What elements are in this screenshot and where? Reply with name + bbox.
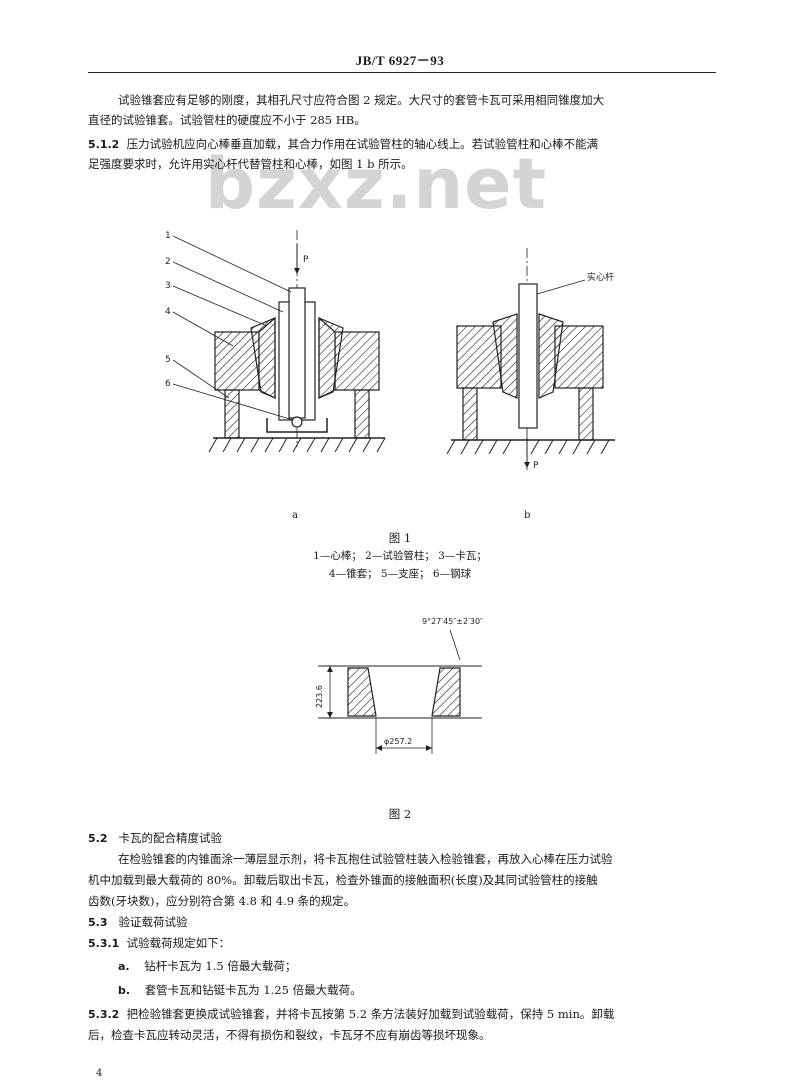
- section-5-3-heading: 5.3 验证载荷试验: [88, 914, 187, 931]
- leader-3: 3: [165, 281, 171, 291]
- page-number: 4: [96, 1068, 103, 1079]
- list-item-b: b. 套管卡瓦和钻铤卡瓦为 1.25 倍最大载荷。: [118, 982, 362, 999]
- sleeve-right-wall: [431, 667, 461, 717]
- load-p-label-a: P: [303, 255, 309, 265]
- section-number: 5.2: [88, 832, 108, 845]
- section-5-1-2-line-1: 压力试验机应向心棒垂直加载，其合力作用在试验管柱的轴心线上。若试验管柱和心棒不能…: [126, 137, 599, 151]
- subfig-label-b: b: [524, 510, 531, 521]
- section-5-3-1-text: 试验载荷规定如下：: [126, 936, 231, 950]
- section-number: 5.3: [88, 916, 108, 929]
- section-number: 5.3.2: [88, 1008, 120, 1021]
- section-5-1-2-line-2: 足强度要求时，允许用实心杆代替管柱和心棒，如图 1 b 所示。: [88, 157, 413, 171]
- cone-sleeve-left: [214, 331, 260, 391]
- leader-4: 4: [165, 307, 171, 317]
- list-item-b-text: 套管卡瓦和钻铤卡瓦为 1.25 倍最大载荷。: [144, 983, 362, 997]
- b-slip-left: [492, 313, 518, 399]
- slip-left: [250, 317, 276, 399]
- intro-line-1: 试验锥套应有足够的刚度，其相孔尺寸应符合图 2 规定。大尺寸的套管卡瓦可采用相同…: [118, 93, 605, 107]
- section-number: 5.3.1: [88, 937, 120, 950]
- watermark: bzxz.net: [205, 143, 548, 225]
- list-item-a: a. 钻杆卡瓦为 1.5 倍最大载荷；: [118, 958, 296, 975]
- figure-2-drawing: 9°27′45″±2′30″ 223.6 φ257.2: [315, 617, 483, 754]
- section-5-2-line-3: 齿数(牙块数)，应分别符合第 4.8 和 4.9 条的规定。: [88, 894, 356, 908]
- section-title: 卡瓦的配合精度试验: [118, 831, 222, 845]
- section-5-1-2: 5.1.2 压力试验机应向心棒垂直加载，其合力作用在试验管柱的轴心线上。若试验管…: [88, 136, 598, 153]
- b-support-right: [578, 387, 594, 441]
- height-label: 223.6: [315, 685, 324, 708]
- leader-5: 5: [165, 355, 171, 365]
- steel-ball: [291, 416, 303, 428]
- support-right: [354, 389, 370, 439]
- load-p-label-b: P: [533, 461, 539, 471]
- list-item-a-text: 钻杆卡瓦为 1.5 倍最大载荷；: [144, 959, 297, 973]
- leader-1: 1: [165, 231, 171, 241]
- list-marker: b.: [118, 984, 131, 997]
- b-slip-right: [538, 313, 564, 399]
- solid-rod-label: 实心杆: [587, 271, 614, 283]
- standard-code-header: JB/T 6927－93: [355, 53, 445, 68]
- section-number: 5.1.2: [88, 138, 120, 151]
- leader-6: 6: [165, 379, 171, 389]
- section-5-2-heading: 5.2 卡瓦的配合精度试验: [88, 830, 222, 847]
- section-5-3-1: 5.3.1 试验载荷规定如下：: [88, 935, 230, 952]
- list-marker: a.: [118, 960, 130, 973]
- section-title: 验证载荷试验: [118, 915, 188, 929]
- subfig-label-a: a: [292, 510, 298, 521]
- support-left: [224, 389, 240, 439]
- angle-label: 9°27′45″±2′30″: [422, 617, 483, 626]
- solid-rod: [518, 283, 538, 429]
- figure-2-caption: 图 2: [388, 807, 412, 821]
- figure-1-drawing: P 1 2 3: [165, 230, 615, 471]
- mandrel: [288, 287, 306, 419]
- figure-1-caption: 图 1: [388, 531, 412, 545]
- intro-line-2: 直径的试验锥套。试验管柱的硬度应不小于 285 HB。: [88, 113, 366, 127]
- b-support-left: [462, 387, 478, 441]
- diameter-label: φ257.2: [384, 737, 412, 746]
- slip-right: [318, 317, 344, 399]
- figure-1b: P 实心杆: [446, 248, 615, 471]
- section-5-2-line-2: 机中加载到最大载荷的 80%。卸载后取出卡瓦，检查外锥面的接触面积(长度)及其同…: [88, 873, 598, 887]
- figure-1a: P 1 2 3: [165, 230, 386, 453]
- section-5-2-line-1: 在检验锥套的内锥面涂一薄层显示剂，将卡瓦抱住试验管柱装入检验锥套，再放入心棒在压…: [118, 852, 613, 866]
- figure-1-legend-line-1: 1—心棒； 2—试验管柱； 3—卡瓦；: [313, 550, 487, 562]
- header-rule: [88, 72, 716, 73]
- figure-2: 9°27′45″±2′30″ 223.6 φ257.2: [315, 617, 483, 754]
- figure-1-legend-line-2: 4—锥套； 5—支座； 6—钢球: [328, 568, 472, 580]
- section-5-3-2-line-1: 把检验锥套更换成试验锥套，并将卡瓦按第 5.2 条方法装好加载到试验载荷，保持 …: [126, 1007, 615, 1021]
- section-5-3-2-line-2: 后，检查卡瓦应转动灵活，不得有损伤和裂纹，卡瓦牙不应有崩齿等损坏现象。: [88, 1028, 491, 1042]
- section-5-3-2: 5.3.2 把检验锥套更换成试验锥套，并将卡瓦按第 5.2 条方法装好加载到试验…: [88, 1006, 614, 1023]
- b-cone-sleeve-right: [554, 325, 604, 389]
- sleeve-left-wall: [347, 667, 377, 717]
- leader-2: 2: [165, 257, 171, 267]
